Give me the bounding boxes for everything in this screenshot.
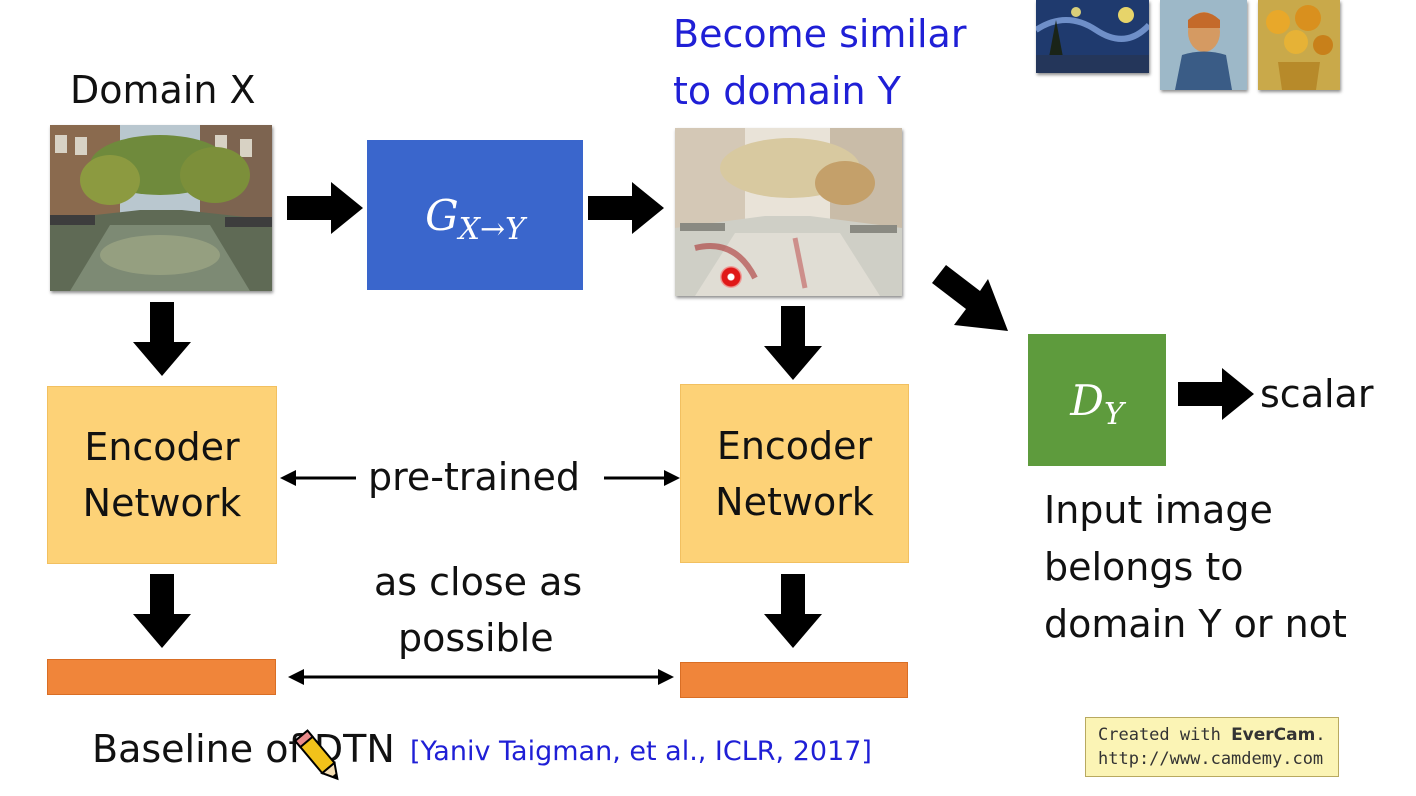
evercam-suffix: . [1315,725,1326,745]
pencil-cursor-icon [293,729,339,781]
self-portrait-painting [1160,0,1247,90]
arrow-down-right-code [764,574,822,648]
target-caption-line1: Become similar [673,12,967,56]
discriminator-caption-line3: domain Y or not [1044,602,1347,646]
scalar-label: scalar [1260,372,1374,416]
arrow-down-left-code [133,574,191,648]
arrow-to-scalar [1178,368,1254,420]
translated-photo [675,128,902,296]
close-double-arrow [288,669,674,685]
evercam-prefix: Created with [1098,725,1232,745]
arrow-down-right-encoder [764,306,822,380]
encoder-right-line2: Network [715,479,874,524]
arrow-to-generator [287,182,363,234]
close-label-line2: possible [398,616,554,660]
evercam-url: http://www.camdemy.com [1098,749,1324,769]
encoder-left: Encoder Network [47,386,277,564]
baseline-text: Baseline of DTN [92,727,395,771]
pretrained-label: pre-trained [368,455,580,499]
code-bar-right [680,662,908,698]
close-label-line1: as close as [374,560,583,604]
target-caption-line2: to domain Y [673,69,901,113]
citation: [Yaniv Taigman, et al., ICLR, 2017] [410,736,872,767]
pointer-dot [720,266,742,288]
evercam-brand: EverCam [1231,725,1316,745]
encoder-right-line1: Encoder [716,423,873,468]
discriminator-subscript: Y [1103,396,1124,432]
arrow-down-left-encoder [133,302,191,376]
pretrained-arrow-right [604,470,680,486]
generator-symbol: G [425,190,459,240]
pretrained-arrow-left [280,470,356,486]
domain-x-photo [50,125,272,291]
encoder-right: Encoder Network [680,384,909,563]
encoder-left-line2: Network [82,481,242,525]
starry-night-painting [1036,0,1149,73]
code-bar-left [47,659,276,695]
discriminator-caption-line2: belongs to [1044,545,1244,589]
discriminator-caption-line1: Input image [1044,488,1273,532]
evercam-watermark: Created with EverCam. http://www.camdemy… [1085,717,1339,777]
generator-subscript: X→Y [458,211,525,247]
arrow-from-generator [588,182,664,234]
encoder-left-line1: Encoder [84,425,240,469]
domain-x-label: Domain X [70,68,256,112]
sunflowers-painting [1258,0,1340,90]
arrow-to-discriminator [932,265,1008,331]
discriminator-symbol: D [1070,375,1104,425]
